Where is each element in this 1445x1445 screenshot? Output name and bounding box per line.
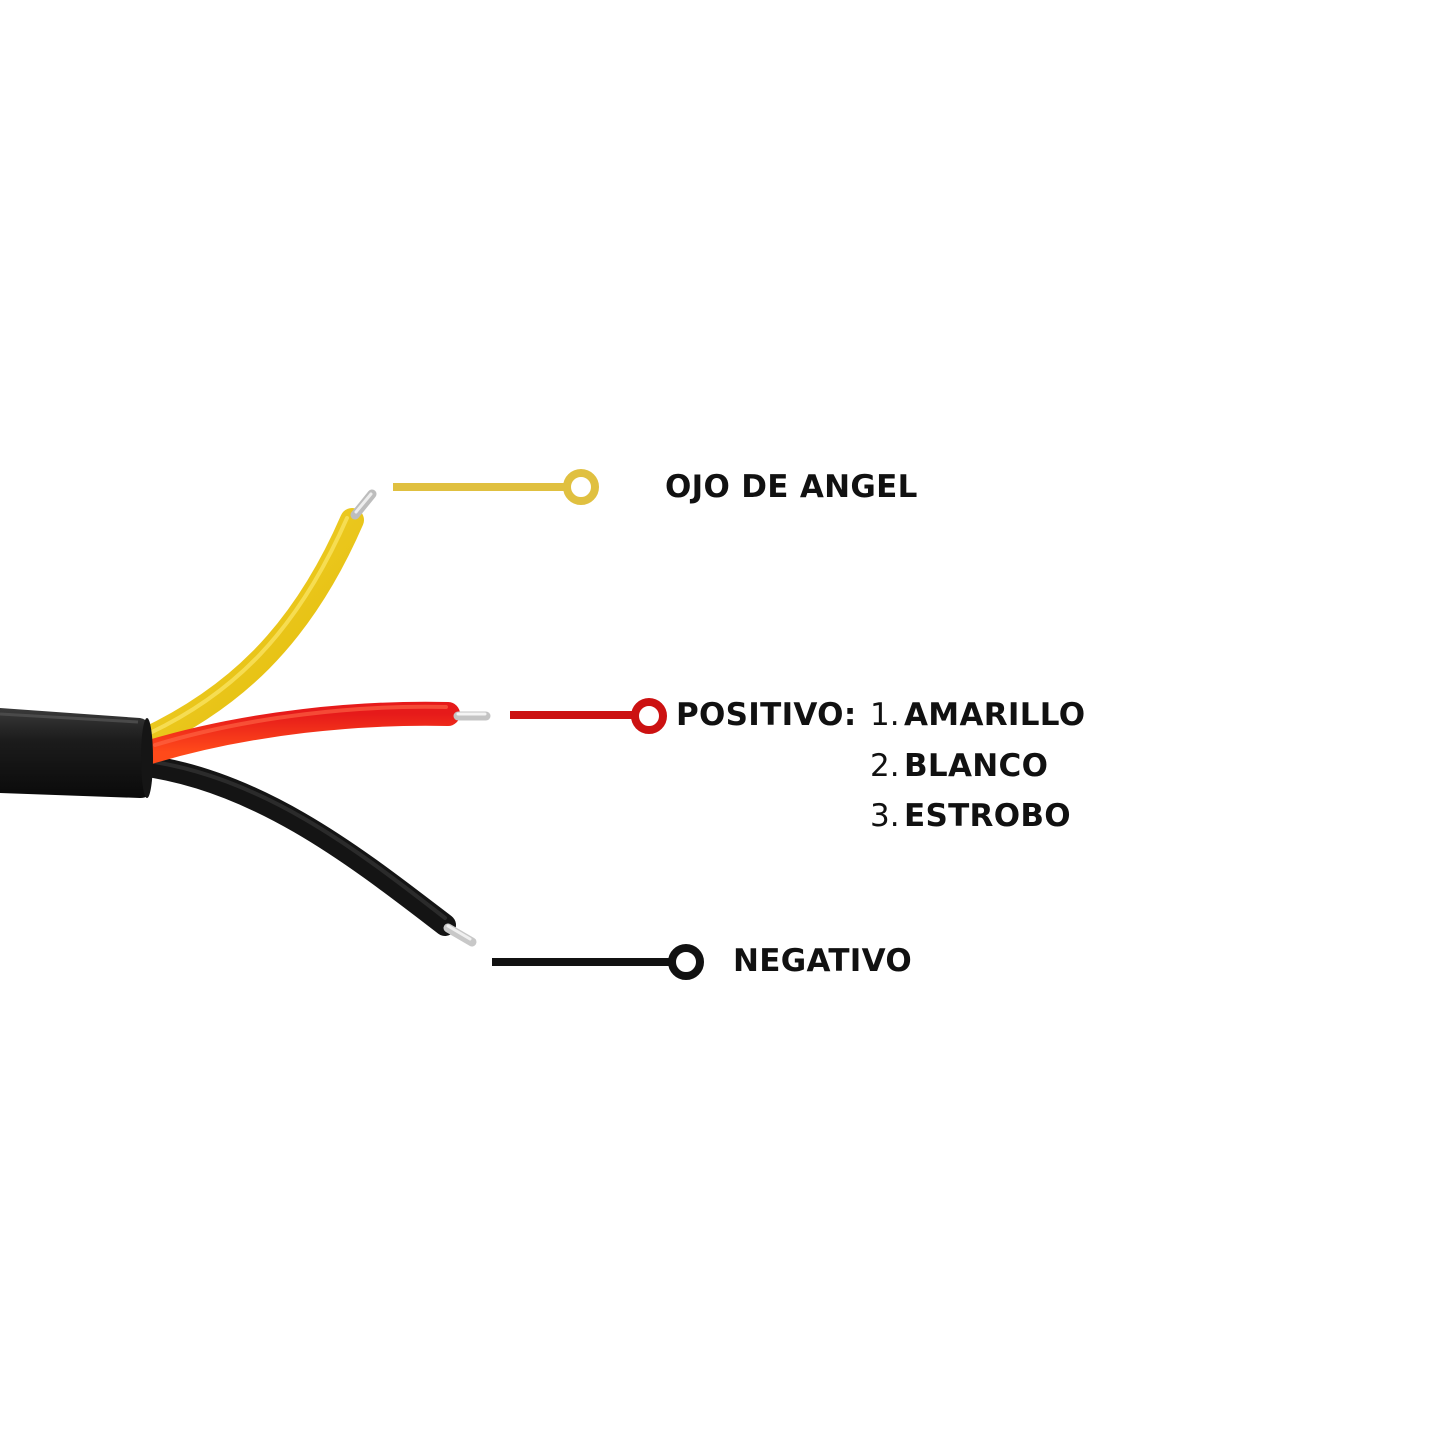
positive-option-number: 1. <box>870 697 900 733</box>
cable-jacket <box>0 708 153 798</box>
red-callout <box>510 698 667 734</box>
black-wire-label: NEGATIVO <box>733 943 913 979</box>
black-callout-dot <box>668 944 704 980</box>
positive-option-text: AMARILLO <box>904 697 1086 733</box>
red-wire <box>138 701 491 764</box>
positive-option-3: 3.ESTROBO <box>870 798 1071 834</box>
yellow-callout-dot <box>563 469 599 505</box>
yellow-wire <box>133 489 377 752</box>
positive-option-text: BLANCO <box>904 748 1049 784</box>
positive-option-1: 1.AMARILLO <box>870 697 1085 733</box>
yellow-callout <box>393 469 599 505</box>
positive-option-number: 2. <box>870 748 900 784</box>
black-callout <box>492 944 704 980</box>
black-wire <box>129 754 477 947</box>
positive-option-2: 2.BLANCO <box>870 748 1048 784</box>
positive-option-number: 3. <box>870 798 900 834</box>
red-wire-label: POSITIVO: <box>676 697 857 733</box>
red-callout-dot <box>631 698 667 734</box>
positive-option-text: ESTROBO <box>904 798 1071 834</box>
yellow-wire-label: OJO DE ANGEL <box>665 469 918 505</box>
